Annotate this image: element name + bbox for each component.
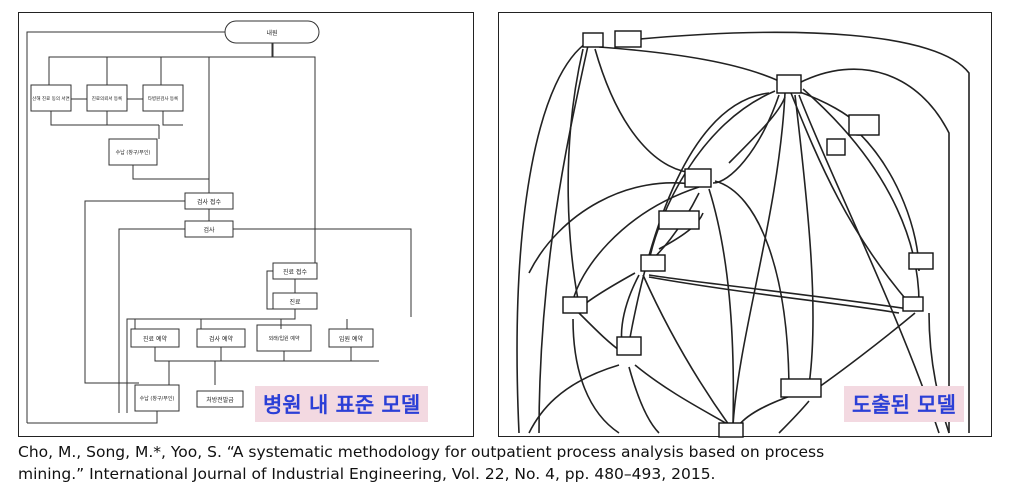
derived-node-10 — [902, 296, 924, 312]
derived-node-3 — [776, 74, 802, 94]
derived-model-diagram — [516, 30, 970, 438]
node-payment-1-label: 수납 (창구/무인) — [116, 149, 151, 156]
citation: Cho, M., Song, M.*, Yoo, S. “A systemati… — [18, 441, 1008, 485]
start-label: 내원 — [266, 29, 277, 37]
derived-node-7 — [658, 210, 700, 230]
node-consult-reception-label: 진료 접수 — [283, 268, 307, 276]
node-admission-reservation-label: 입원 예약 — [339, 335, 363, 343]
derived-node-4 — [848, 114, 880, 136]
citation-line-2: mining.” International Journal of Indust… — [18, 465, 716, 483]
derived-node-6 — [684, 168, 712, 188]
node-outpatient-reservation-label: 외래/입원 예약 — [269, 335, 300, 342]
derived-node-12 — [616, 336, 642, 356]
derived-model-caption: 도출된 모델 — [844, 386, 964, 422]
derived-node-2 — [614, 30, 642, 48]
node-external-test-label: 타병원검사 등록 — [148, 95, 178, 102]
citation-line-1: Cho, M., Song, M.*, Yoo, S. “A systemati… — [18, 443, 825, 461]
node-payment-2-label: 수납 (창구/무인) — [140, 395, 175, 402]
derived-node-9 — [908, 252, 934, 270]
derived-node-13 — [780, 378, 822, 398]
node-prescription — [196, 390, 244, 408]
standard-model-panel: 내원 산해 진료 동의 서면 진료의뢰서 등록 타병원검사 등록 수납 (창구/… — [18, 12, 474, 437]
derived-node-5 — [826, 138, 846, 156]
node-test-reservation-label: 검사 예약 — [209, 335, 233, 343]
node-consent-label: 산해 진료 동의 서면 — [32, 95, 69, 102]
node-referral-label: 진료의뢰서 등록 — [92, 95, 122, 102]
node-consult-label: 진료 — [289, 298, 301, 306]
standard-model-diagram: 내원 산해 진료 동의 서면 진료의뢰서 등록 타병원검사 등록 수납 (창구/… — [26, 20, 412, 424]
derived-node-11 — [562, 296, 588, 314]
node-test-reception-label: 검사 접수 — [197, 198, 221, 206]
node-prescription-label: 처방전발급 — [206, 396, 234, 404]
derived-node-8 — [640, 254, 666, 272]
derived-node-1 — [582, 32, 604, 48]
derived-node-14 — [718, 422, 744, 438]
node-consult-reservation-label: 진료 예약 — [143, 335, 167, 343]
standard-model-caption: 병원 내 표준 모델 — [255, 386, 429, 422]
node-test-label: 검사 — [203, 226, 215, 234]
derived-model-panel: 도출된 모델 — [498, 12, 992, 438]
